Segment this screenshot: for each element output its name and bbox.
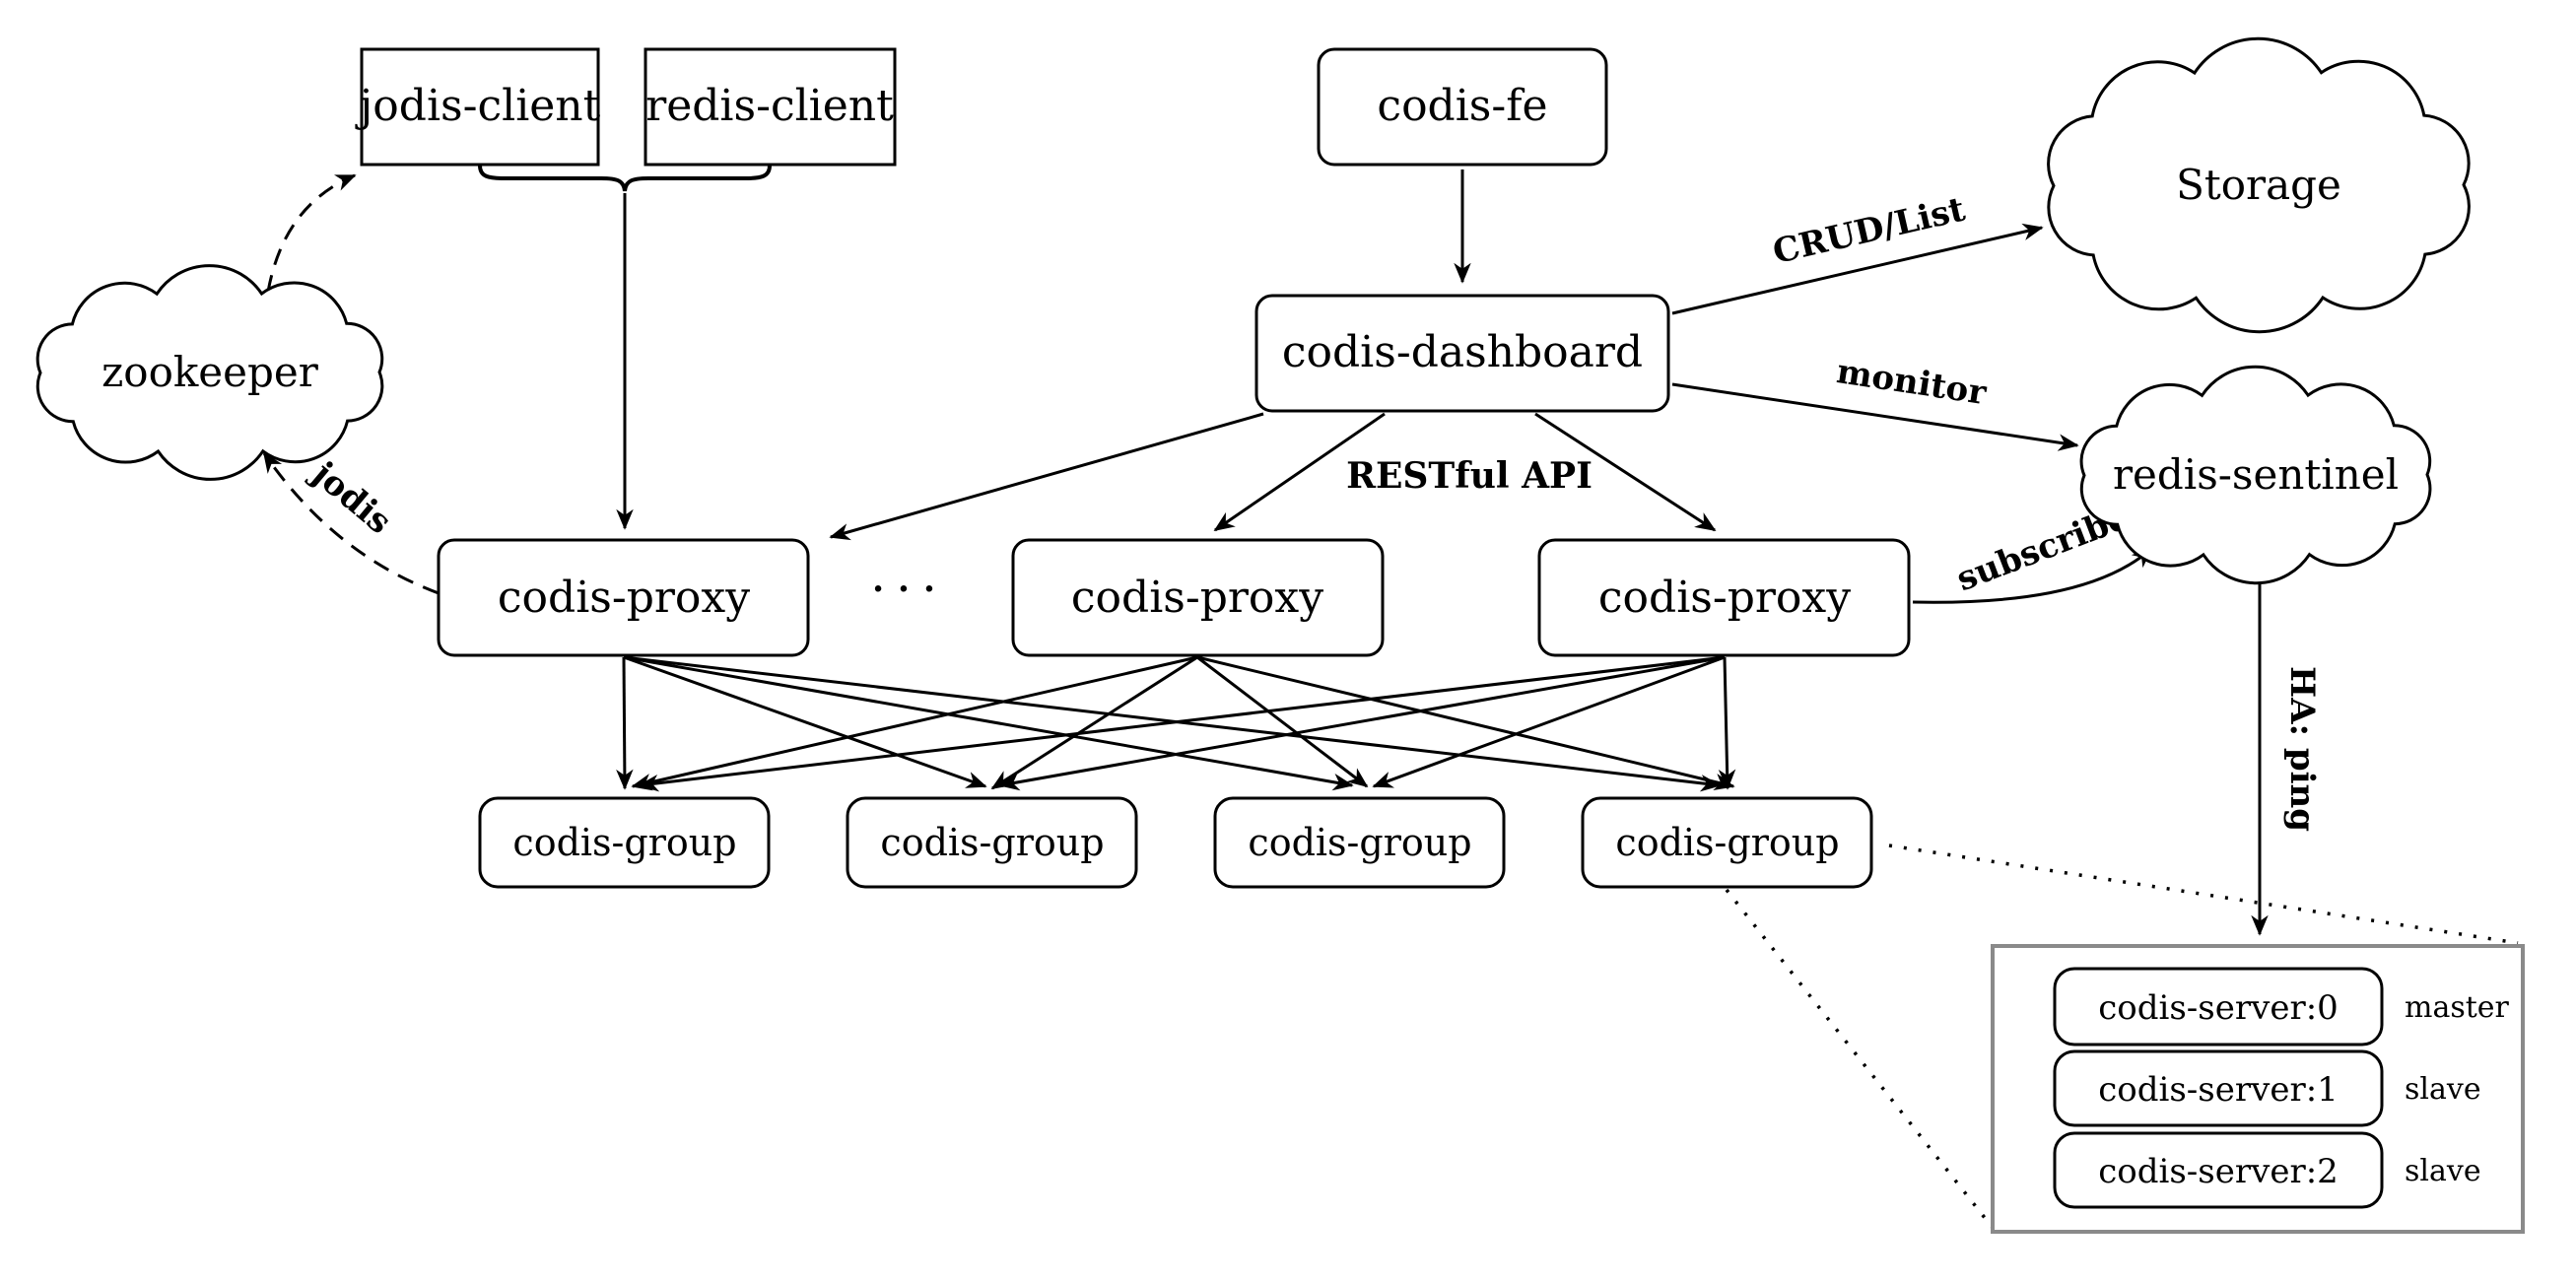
edge-proxy1-group3 <box>623 655 1354 791</box>
monitor-label: monitor <box>1834 352 1990 413</box>
jodis-label: jodis <box>303 452 399 542</box>
codis-fe-box <box>1317 47 1608 167</box>
edge-proxy1-group1 <box>616 656 634 790</box>
zoom-line-lower <box>1725 888 1995 1230</box>
edge-proxy2-group1 <box>631 655 1198 791</box>
edge-proxy3-group1 <box>638 655 1726 792</box>
codis-group-4-label: codis-group <box>1615 821 1839 864</box>
node-codis-group-3: codis-group <box>1213 796 1506 889</box>
codis-group-1-label: codis-group <box>512 821 736 864</box>
zoom-line-upper <box>1888 844 2519 945</box>
codis-server-2-label: codis-server:2 <box>2098 1152 2339 1191</box>
codis-group-3-label: codis-group <box>1248 821 1471 864</box>
storage-label: Storage <box>2176 161 2341 209</box>
codis-group-3-box <box>1213 796 1506 889</box>
edge-labels: CRUD/List monitor RESTful API subscribe … <box>303 189 2322 832</box>
edge-dashboard-to-proxy1 <box>829 412 1264 541</box>
node-codis-proxy-1: codis-proxy <box>437 538 810 657</box>
node-jodis-client: jodis-client <box>355 47 601 167</box>
node-codis-fe: codis-fe <box>1317 47 1608 167</box>
redis-client-label: redis-client <box>645 81 894 131</box>
edge-dashboard-to-storage <box>1671 223 2044 315</box>
redis-sentinel-cloud <box>2079 365 2432 585</box>
redis-client-box <box>644 47 897 167</box>
codis-server-1-label: codis-server:1 <box>2098 1070 2339 1110</box>
edge-dashboard-to-proxy3 <box>1534 412 1717 532</box>
edge-proxy1-to-zookeeper <box>262 451 440 595</box>
node-storage: Storage <box>2047 36 2471 334</box>
edges <box>262 165 2519 1230</box>
ha-ping-label: HA: ping <box>2282 666 2322 832</box>
codis-server-0-label: codis-server:0 <box>2098 988 2339 1028</box>
codis-proxy-1-label: codis-proxy <box>498 573 750 623</box>
codis-fe-label: codis-fe <box>1377 81 1547 131</box>
node-codis-proxy-3: codis-proxy <box>1537 538 1911 657</box>
codis-proxy-2-box <box>1011 538 1385 657</box>
storage-cloud <box>2047 36 2471 334</box>
codis-server-0-role: master <box>2405 990 2510 1025</box>
codis-proxy-2-label: codis-proxy <box>1071 573 1323 623</box>
crud-list-label: CRUD/List <box>1769 189 1969 272</box>
codis-server-2-role: slave <box>2405 1154 2481 1188</box>
codis-dashboard-box <box>1254 294 1670 413</box>
node-codis-dashboard: codis-dashboard <box>1254 294 1670 413</box>
jodis-client-box <box>360 47 600 167</box>
codis-group-2-label: codis-group <box>880 821 1104 864</box>
edge-proxy3-group4 <box>1718 656 1736 790</box>
codis-server-2-box <box>2053 1131 2384 1209</box>
jodis-client-label: jodis-client <box>355 81 601 131</box>
clients-brace <box>478 165 772 192</box>
codis-group-1-box <box>478 796 771 889</box>
node-redis-client: redis-client <box>644 47 897 167</box>
codis-server-1-box <box>2053 1049 2384 1127</box>
edge-proxy2-group2 <box>990 655 1198 790</box>
restful-api-label: RESTful API <box>1346 455 1593 497</box>
edge-proxy3-group3 <box>1372 655 1726 788</box>
proxy-ellipsis: ... <box>870 546 947 603</box>
edge-dashboard-to-proxy2 <box>1213 412 1386 532</box>
node-codis-group-4: codis-group <box>1581 796 1873 889</box>
zookeeper-cloud <box>35 264 384 481</box>
edge-proxy2-group3 <box>1196 655 1369 788</box>
node-codis-group-1: codis-group <box>478 796 771 889</box>
edge-proxy3-to-sentinel <box>1912 547 2153 604</box>
codis-dashboard-label: codis-dashboard <box>1282 327 1643 377</box>
codis-proxy-3-label: codis-proxy <box>1598 573 1851 623</box>
edge-zookeeper-to-jodisclient <box>266 173 357 293</box>
edge-dashboard-to-sentinel <box>1671 382 2079 451</box>
node-codis-group-2: codis-group <box>846 796 1138 889</box>
edge-proxy1-group2 <box>623 655 987 788</box>
codis-proxy-3-box <box>1537 538 1911 657</box>
codis-server-1-role: slave <box>2405 1072 2481 1107</box>
edge-proxy2-group4 <box>1196 655 1735 791</box>
node-redis-sentinel: redis-sentinel <box>2079 365 2432 585</box>
zookeeper-label: zookeeper <box>102 348 319 396</box>
edge-proxy3-group2 <box>998 655 1726 791</box>
codis-group-4-box <box>1581 796 1873 889</box>
codis-proxy-1-box <box>437 538 810 657</box>
server-detail-panel: codis-server:0 master codis-server:1 sla… <box>1991 944 2525 1234</box>
codis-server-0-box <box>2053 967 2384 1047</box>
node-zookeeper: zookeeper <box>35 264 384 481</box>
redis-sentinel-label: redis-sentinel <box>2113 450 2399 499</box>
codis-group-2-box <box>846 796 1138 889</box>
node-codis-proxy-2: codis-proxy <box>1011 538 1385 657</box>
